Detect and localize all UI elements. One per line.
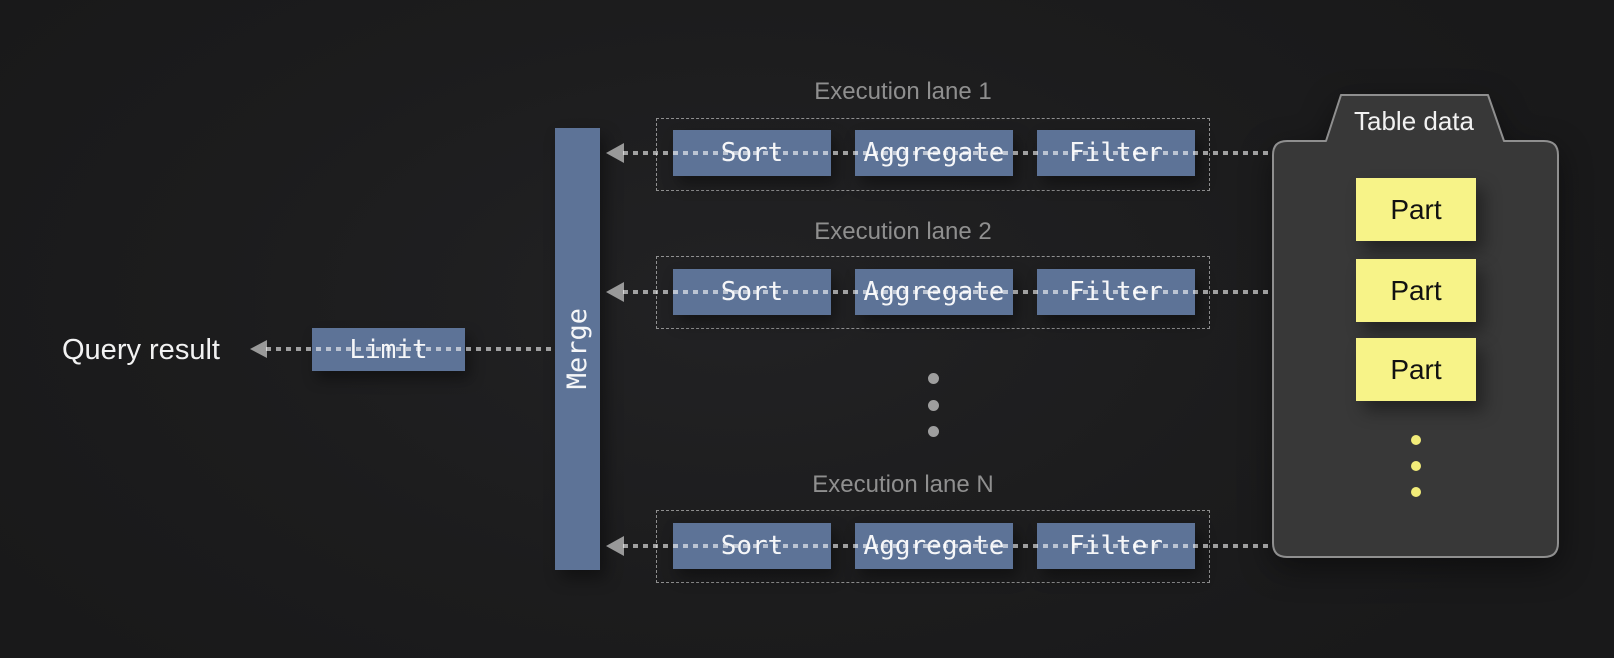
table-part-box: Part	[1356, 338, 1476, 401]
table-part-box: Part	[1356, 178, 1476, 241]
dotted-flow-line	[623, 151, 1273, 155]
table-data-title: Table data	[1354, 106, 1474, 136]
arrow-left-icon	[250, 340, 267, 358]
query-result-label: Query result	[62, 334, 220, 366]
table-ellipsis-dot	[1411, 435, 1421, 445]
table-part-box: Part	[1356, 259, 1476, 322]
dotted-flow-line	[623, 290, 1273, 294]
arrow-left-icon	[606, 536, 624, 556]
table-ellipsis-dot	[1411, 461, 1421, 471]
merge-label: Merge	[562, 308, 593, 390]
dotted-flow-line	[266, 347, 556, 351]
merge-bar: Merge	[555, 128, 600, 570]
lane-title: Execution lane 2	[814, 218, 992, 245]
lanes-ellipsis-dot	[928, 400, 939, 411]
dotted-flow-line	[623, 544, 1273, 548]
table-ellipsis-dot	[1411, 487, 1421, 497]
lane-title: Execution lane 1	[814, 78, 992, 105]
arrow-left-icon	[606, 143, 624, 163]
lanes-ellipsis-dot	[928, 426, 939, 437]
lanes-ellipsis-dot	[928, 373, 939, 384]
lane-title: Execution lane N	[812, 471, 994, 498]
arrow-left-icon	[606, 282, 624, 302]
